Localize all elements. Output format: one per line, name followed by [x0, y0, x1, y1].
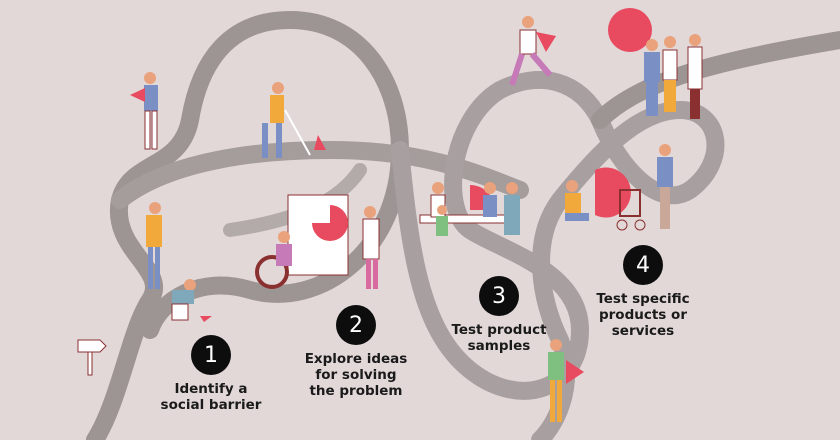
person-with-telescope: [146, 202, 162, 289]
person-with-flag: [130, 72, 158, 150]
step-number-badge: 2: [336, 305, 376, 345]
step-label: Explore ideas for solving the problem: [304, 351, 408, 399]
step-number-badge: 4: [623, 245, 663, 285]
family-with-stroller: [565, 144, 673, 231]
step-2: 2 Explore ideas for solving the problem: [276, 305, 436, 399]
whiteboard-scene: [255, 194, 380, 289]
group-at-table: [419, 182, 520, 236]
crouching-person: [171, 279, 212, 322]
step-label: Identify a social barrier: [160, 381, 262, 413]
step-label: Test specific products or services: [596, 291, 690, 339]
signpost-icon: [77, 339, 107, 376]
group-with-balloon: [608, 8, 703, 119]
step-1: 1 Identify a social barrier: [131, 335, 291, 413]
step-number-badge: 3: [479, 276, 519, 316]
step-label: Test product samples: [451, 322, 547, 354]
step-3: 3 Test product samples: [419, 276, 579, 354]
step-4: 4 Test specific products or services: [563, 245, 723, 339]
running-person: [509, 16, 556, 86]
person-with-cane: [262, 82, 326, 158]
person-with-flag-bottom: [548, 339, 584, 422]
step-number-badge: 1: [191, 335, 231, 375]
